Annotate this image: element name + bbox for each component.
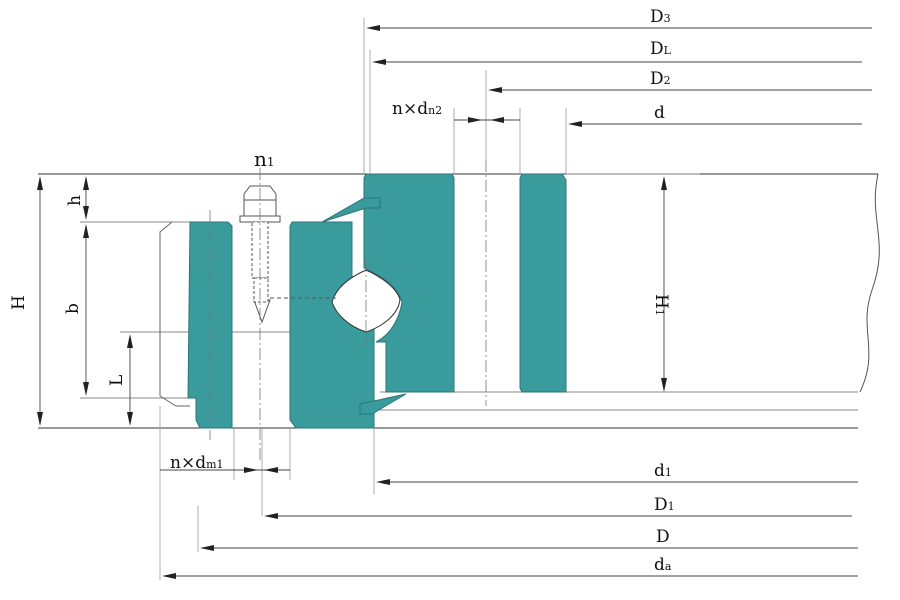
label-D: D (656, 527, 670, 547)
bolt-lower-shank (253, 277, 269, 303)
arrow-b-bottom (83, 382, 89, 396)
arrow-da (162, 573, 176, 579)
top-seal (321, 197, 381, 223)
arrow-h-top (83, 176, 89, 190)
arrow-D1 (264, 513, 278, 519)
label-H1: H1 (651, 294, 671, 316)
arrow-b-top (83, 224, 89, 238)
arrow-dn2-left (468, 117, 482, 123)
extension-lines (159, 18, 700, 580)
arrow-H-top (37, 176, 43, 190)
label-d1: d1 (654, 461, 672, 481)
label-h: h (65, 195, 85, 206)
label-n1: n1 (254, 147, 275, 171)
inner-ring-right-section (519, 173, 567, 393)
arrow-dn2-right (490, 117, 504, 123)
arrow-L-top (127, 334, 133, 348)
arrow-dm1-left (244, 467, 258, 473)
outer-ring-outline (159, 221, 190, 407)
arrow-H1-bottom (661, 378, 667, 392)
arrow-d (568, 121, 582, 127)
arrow-h-bottom (83, 206, 89, 220)
label-D3: D3 (650, 7, 671, 27)
arrow-D (200, 545, 214, 551)
label-H: H (9, 295, 29, 310)
label-d: d (654, 103, 665, 123)
label-D2: D2 (650, 69, 671, 89)
break-edge (859, 173, 880, 393)
center-lines (209, 160, 487, 460)
arrow-L-bottom (127, 412, 133, 426)
label-n-dm1: n×dm1 (170, 453, 224, 473)
arrow-DL (372, 59, 386, 65)
arrow-dm1-right (264, 467, 278, 473)
label-D1: D1 (654, 495, 675, 515)
label-DL: DL (650, 39, 672, 59)
arrow-d1 (376, 479, 390, 485)
bottom-seal (359, 393, 407, 415)
label-b: b (63, 303, 83, 314)
label-da: da (654, 555, 672, 575)
bolt-tip (253, 299, 271, 324)
arrow-H1-top (661, 176, 667, 190)
section-profile (38, 173, 880, 429)
arrow-D2 (488, 87, 502, 93)
arrow-D3 (366, 25, 380, 31)
dimension-lines (39, 27, 872, 577)
label-n-dn2: n×dn2 (392, 99, 442, 119)
arrowheads (37, 25, 667, 579)
arrow-H-bottom (37, 412, 43, 426)
label-L: L (107, 375, 127, 386)
dimension-labels: D3 DL D2 d n×dn2 n1 H1 H h b L n×dm1 d1 … (9, 7, 675, 575)
inner-ring-main-section (363, 173, 455, 393)
